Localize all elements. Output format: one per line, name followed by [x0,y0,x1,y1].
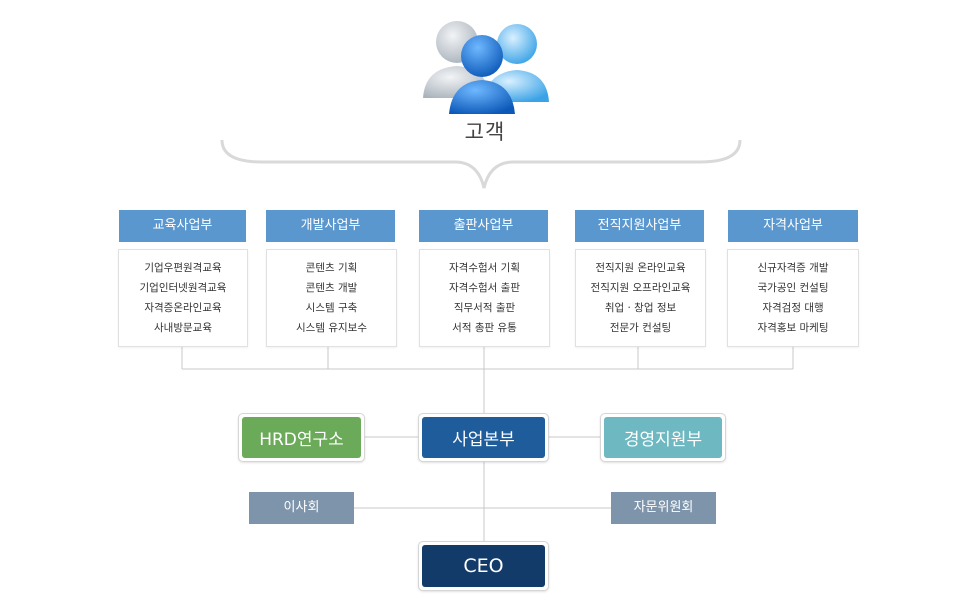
customer-label: 고객 [464,120,506,144]
hrd-institute-box: HRD연구소 [238,413,365,462]
customer-group-icon [423,21,549,114]
ceo-box: CEO [418,541,549,591]
division-header: 개발사업부 [266,210,395,242]
management-support-box: 경영지원부 [600,413,726,462]
division-header: 출판사업부 [419,210,548,242]
division-item: 자격검정 대행 [762,302,824,314]
headquarters-box: 사업본부 [418,413,549,462]
division-item: 시스템 구축 [305,302,358,314]
division-item: 콘텐츠 개발 [305,282,358,294]
division-item: 취업 · 창업 정보 [604,302,677,314]
division-item: 자격수험서 출판 [449,282,520,294]
division-header: 자격사업부 [728,210,858,242]
division-items: 신규자격증 개발 국가공인 컨설팅 자격검정 대행 자격홍보 마케팅 [727,249,859,347]
division-item: 전직지원 온라인교육 [595,262,686,274]
division-item: 전문가 컨설팅 [609,322,672,334]
division-item: 직무서적 출판 [453,302,516,314]
division-item: 기업우편원격교육 [144,262,222,274]
customer-brace [220,139,742,189]
division-items: 전직지원 온라인교육 전직지원 오프라인교육 취업 · 창업 정보 전문가 컨설… [575,249,706,347]
hrd-institute-label: HRD연구소 [242,417,361,458]
management-support-label: 경영지원부 [604,417,722,458]
board-of-directors-tag: 이사회 [249,492,354,524]
division-item: 자격수험서 기획 [449,262,520,274]
division-item: 자격홍보 마케팅 [757,322,829,334]
division-items: 자격수험서 기획 자격수험서 출판 직무서적 출판 서적 총판 유통 [419,249,550,347]
ceo-label: CEO [422,545,545,587]
division-items: 콘텐츠 기획 콘텐츠 개발 시스템 구축 시스템 유지보수 [266,249,397,347]
division-item: 서적 총판 유통 [452,322,517,334]
division-item: 콘텐츠 기획 [305,262,358,274]
division-item: 자격증온라인교육 [144,302,222,314]
division-header: 전직지원사업부 [575,210,704,242]
division-item: 국가공인 컨설팅 [757,282,829,294]
division-item: 사내방문교육 [154,322,212,334]
headquarters-label: 사업본부 [422,417,545,458]
advisory-committee-tag: 자문위원회 [611,492,716,524]
division-item: 시스템 유지보수 [296,322,367,334]
division-item: 신규자격증 개발 [757,262,829,274]
person-dark-blue-icon [449,35,515,114]
division-item: 기업인터넷원격교육 [139,282,227,294]
division-header: 교육사업부 [119,210,246,242]
division-item: 전직지원 오프라인교육 [590,282,691,294]
division-items: 기업우편원격교육 기업인터넷원격교육 자격증온라인교육 사내방문교육 [118,249,248,347]
person-light-blue-icon [483,24,549,102]
